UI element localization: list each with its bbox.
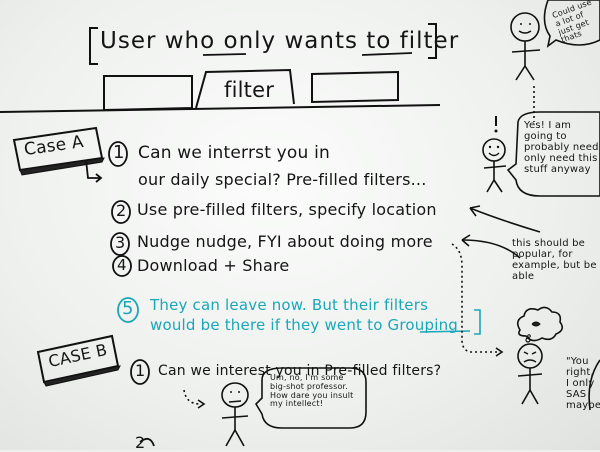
step-a1-line2: our daily special? Pre-filled filters... [138, 170, 427, 189]
step-b2-number: 2 [135, 433, 146, 452]
step-a3-number: 3 [115, 233, 126, 252]
step-a5-number: 5 [122, 298, 134, 319]
step-a5-line2: would be there if they went to Grouping [150, 316, 458, 334]
user-speech-text: Yes! I am going to probably need only ne… [524, 120, 599, 175]
professor-speech-text: Um, no, I'm some big-shot professor. How… [270, 373, 354, 409]
step-a5-line1: They can leave now. But their filters [150, 296, 429, 314]
step-a3-text: Nudge nudge, FYI about doing more [137, 232, 433, 251]
step-a1-number: 1 [113, 142, 125, 163]
step-a1-line1: Can we interrst you in [138, 143, 330, 163]
step-a4-text: Download + Share [137, 256, 290, 275]
popularity-note: this should be popular, for example, but… [512, 238, 597, 282]
tab-filter-label: filter [224, 78, 275, 102]
step-a2-text: Use pre-filled filters, specify location [137, 200, 437, 219]
page-title: User who only wants to filter [100, 28, 460, 54]
step-a4-number: 4 [117, 256, 127, 274]
bottom-right-note: "You right, I only SAS maybe [566, 356, 600, 411]
step-a2-number: 2 [116, 201, 127, 220]
step-b1-text: Can we interest you in Pre-filled filter… [158, 363, 442, 379]
step-b1-number: 1 [135, 361, 146, 380]
